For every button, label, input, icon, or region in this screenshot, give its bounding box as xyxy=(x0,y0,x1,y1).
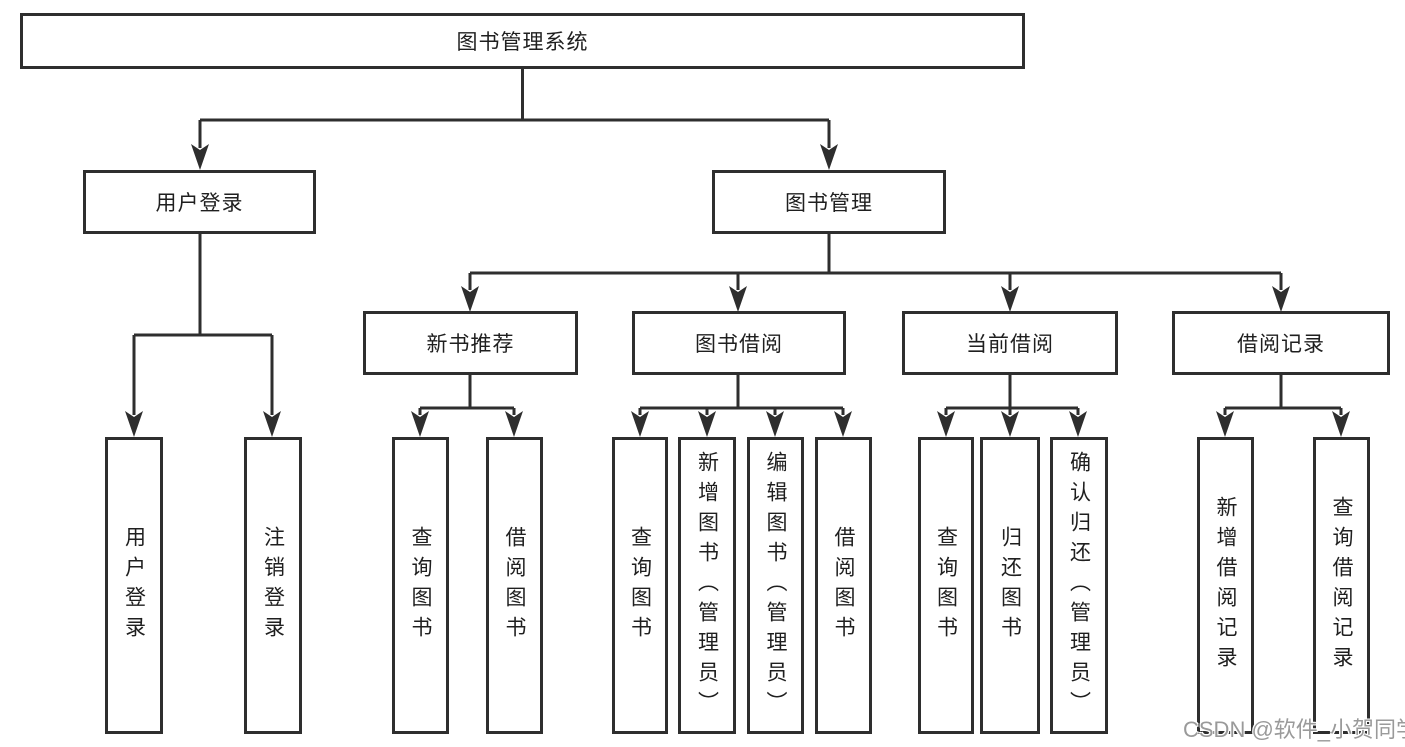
arrowhead-icon xyxy=(631,411,649,437)
leaf-borrow-query-book: 查询图书 xyxy=(612,437,668,734)
node-book-management: 图书管理 xyxy=(712,170,946,234)
arrowhead-icon xyxy=(1001,286,1019,312)
leaf-borrow-add-book-admin-label: 新增图书（管理员） xyxy=(695,450,719,721)
arrowhead-icon xyxy=(834,411,852,437)
leaf-logout: 注销登录 xyxy=(244,437,302,734)
arrowhead-icon xyxy=(820,144,838,170)
leaf-current-query-book: 查询图书 xyxy=(918,437,974,734)
arrowhead-icon xyxy=(1272,286,1290,312)
leaf-recommend-borrow-book-label: 借阅图书 xyxy=(503,525,526,646)
arrowhead-icon xyxy=(191,144,209,170)
arrowhead-icon xyxy=(729,286,747,312)
leaf-recommend-query-book: 查询图书 xyxy=(392,437,449,734)
node-user-login: 用户登录 xyxy=(83,170,316,234)
node-user-login-label: 用户登录 xyxy=(155,192,244,215)
node-root: 图书管理系统 xyxy=(20,13,1025,69)
node-book-management-label: 图书管理 xyxy=(785,192,873,215)
arrowhead-icon xyxy=(937,411,955,437)
arrowhead-icon xyxy=(698,411,716,437)
leaf-borrow-add-book-admin: 新增图书（管理员） xyxy=(678,437,736,734)
node-new-book-recommend: 新书推荐 xyxy=(363,311,578,375)
node-book-borrow: 图书借阅 xyxy=(632,311,846,375)
leaf-borrow-query-book-label: 查询图书 xyxy=(628,525,652,646)
node-borrow-record-label: 借阅记录 xyxy=(1237,333,1325,356)
arrowhead-icon xyxy=(125,411,143,437)
arrowhead-icon xyxy=(1332,411,1350,437)
connector-borrow-to-leaves xyxy=(638,374,845,415)
node-current-borrow-label: 当前借阅 xyxy=(966,333,1054,356)
leaf-record-add-borrow-record: 新增借阅记录 xyxy=(1197,437,1254,734)
connector-recommend-to-leaves xyxy=(418,374,516,415)
connector-record-to-leaves xyxy=(1223,374,1343,415)
leaf-current-query-book-label: 查询图书 xyxy=(934,525,958,646)
leaf-user-login: 用户登录 xyxy=(105,437,163,734)
connector-current-to-leaves xyxy=(944,374,1080,415)
connector-user-login-to-leaves xyxy=(132,233,274,415)
node-root-label: 图书管理系统 xyxy=(456,31,589,54)
arrowhead-icon xyxy=(766,411,784,437)
node-book-borrow-label: 图书借阅 xyxy=(695,333,783,356)
leaf-borrow-borrow-book-label: 借阅图书 xyxy=(832,525,855,646)
leaf-recommend-borrow-book: 借阅图书 xyxy=(486,437,543,734)
watermark: CSDN @软件_小贺同学 xyxy=(1183,717,1405,742)
leaf-borrow-edit-book-admin-label: 编辑图书（管理员） xyxy=(764,450,787,721)
leaf-recommend-query-book-label: 查询图书 xyxy=(409,525,432,646)
connector-book-management-to-level2 xyxy=(468,233,1283,290)
leaf-record-query-borrow-record: 查询借阅记录 xyxy=(1313,437,1370,734)
node-borrow-record: 借阅记录 xyxy=(1172,311,1390,375)
leaf-current-return-book-label: 归还图书 xyxy=(998,525,1022,646)
connector-root-to-level1 xyxy=(198,68,831,148)
leaf-current-confirm-return-admin: 确认归还（管理员） xyxy=(1050,437,1108,734)
leaf-record-add-borrow-record-label: 新增借阅记录 xyxy=(1214,495,1237,676)
arrowhead-icon xyxy=(411,411,429,437)
node-new-book-recommend-label: 新书推荐 xyxy=(426,333,515,356)
node-current-borrow: 当前借阅 xyxy=(902,311,1118,375)
leaf-current-return-book: 归还图书 xyxy=(980,437,1040,734)
arrowhead-icon xyxy=(461,286,479,312)
arrowhead-icon xyxy=(505,411,523,437)
leaf-record-query-borrow-record-label: 查询借阅记录 xyxy=(1330,495,1353,676)
leaf-current-confirm-return-admin-label: 确认归还（管理员） xyxy=(1067,450,1091,721)
leaf-borrow-borrow-book: 借阅图书 xyxy=(815,437,872,734)
leaf-logout-label: 注销登录 xyxy=(261,525,285,646)
leaf-borrow-edit-book-admin: 编辑图书（管理员） xyxy=(747,437,804,734)
arrowhead-icon xyxy=(1069,411,1087,437)
arrowhead-icon xyxy=(1001,411,1019,437)
leaf-user-login-label: 用户登录 xyxy=(122,525,146,646)
arrowhead-icon xyxy=(263,411,281,437)
arrowhead-icon xyxy=(1216,411,1234,437)
